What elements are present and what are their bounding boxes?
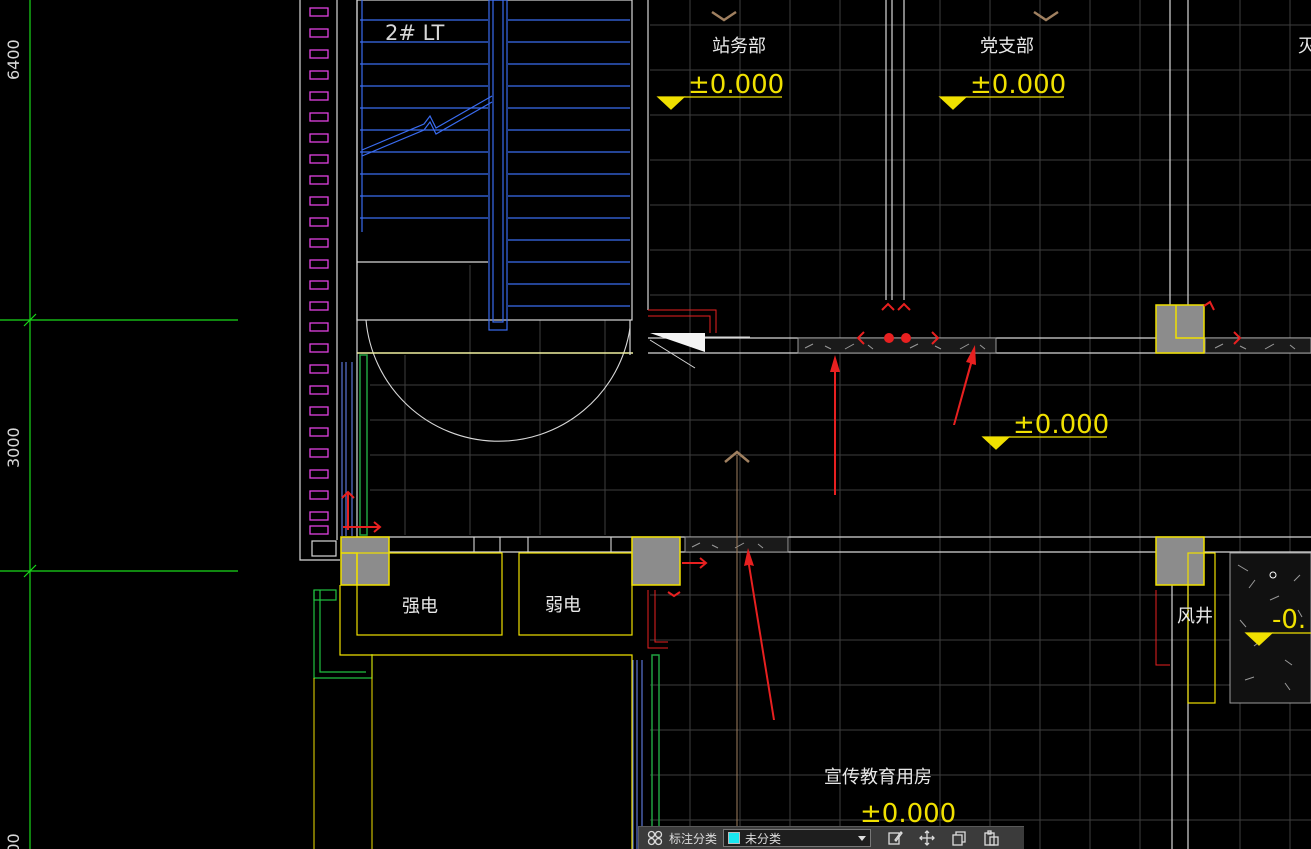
floor-tile-grid xyxy=(370,0,1311,849)
structural-columns xyxy=(340,304,1205,586)
elevation-right-partial: -0. xyxy=(1272,605,1306,635)
room-label-partial: 灭 xyxy=(1298,36,1311,57)
red-leader-lines xyxy=(647,590,1170,666)
move-icon[interactable] xyxy=(915,829,939,847)
elevation-symbols xyxy=(656,96,1311,646)
room-label-publicity: 宣传教育用房 xyxy=(824,767,932,788)
window-mullions xyxy=(309,7,329,535)
elevation-party-branch: ±0.000 xyxy=(970,70,1066,100)
stair-2lt xyxy=(356,0,633,331)
stair-label: 2# LT xyxy=(385,21,444,45)
elevation-station-office: ±0.000 xyxy=(688,70,784,100)
grid-icon[interactable] xyxy=(645,829,665,847)
annotation-toolbar: 标注分类 未分类 xyxy=(638,826,1024,849)
door-swing-arc xyxy=(365,319,631,442)
exit-door xyxy=(648,309,750,369)
room-label-strong-power: 强电 xyxy=(402,596,438,617)
room-label-air-shaft: 风井 xyxy=(1177,606,1213,627)
lower-room-outlines xyxy=(339,552,1216,849)
dimension-3000: 3000 xyxy=(4,427,23,468)
edit-icon[interactable] xyxy=(883,829,907,847)
room-label-party-branch: 党支部 xyxy=(980,36,1034,57)
curtain-wall-strips xyxy=(341,362,643,849)
dimension-6400-bottom: 6400 xyxy=(4,833,23,849)
category-dropdown[interactable]: 未分类 xyxy=(723,829,872,847)
elevation-publicity-room: ±0.000 xyxy=(860,799,956,829)
room-label-station-office: 站务部 xyxy=(712,36,766,57)
right-hatched-block xyxy=(1229,552,1311,704)
direction-chevrons xyxy=(711,10,1059,463)
room-label-weak-power: 弱电 xyxy=(545,595,581,616)
corridor-wall-jogs xyxy=(473,537,612,553)
elevation-corridor: ±0.000 xyxy=(1013,410,1109,440)
insulation-hatch xyxy=(359,354,660,849)
red-tag-markers xyxy=(341,300,1242,598)
category-label: 标注分类 xyxy=(669,831,718,846)
category-color-swatch xyxy=(728,832,741,844)
paste-icon[interactable] xyxy=(979,829,1003,847)
chevron-down-icon xyxy=(858,835,867,841)
copy-icon[interactable] xyxy=(947,829,971,847)
dimension-lines xyxy=(0,0,238,849)
dimension-6400-top: 6400 xyxy=(4,39,23,80)
category-dropdown-value: 未分类 xyxy=(745,831,782,846)
red-annotation-arrows xyxy=(744,345,976,720)
